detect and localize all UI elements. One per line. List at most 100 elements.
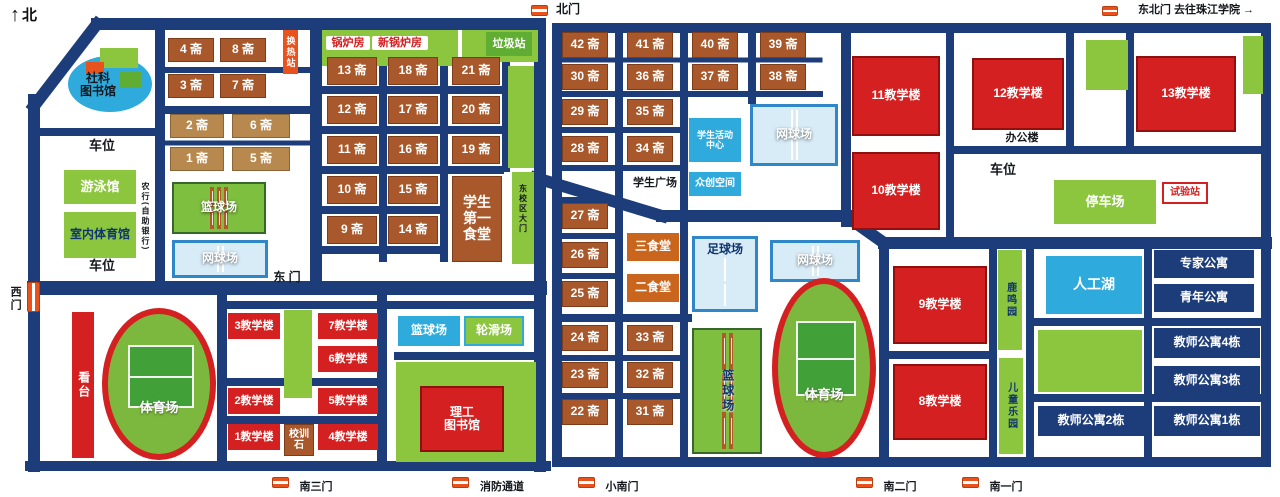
dorm-20: 20 斋	[452, 96, 500, 124]
dorm-18: 18 斋	[388, 57, 438, 85]
teach-13: 13教学楼	[1136, 56, 1236, 132]
teach-10: 10教学楼	[852, 152, 940, 230]
tennis-east-top-label: 网球场	[775, 127, 812, 142]
teach-11: 11教学楼	[852, 56, 940, 136]
court-icon	[224, 187, 228, 207]
expert-apartment: 专家公寓	[1154, 250, 1254, 278]
court-icon	[210, 187, 214, 207]
bank-label: 农行(自助银行)	[140, 182, 150, 252]
teach-12: 12教学楼	[972, 58, 1064, 130]
dorm-41: 41 斋	[627, 32, 673, 58]
court-icon	[721, 412, 726, 449]
canteen-2: 二食堂	[627, 274, 679, 302]
student-center: 学生活动 中心	[689, 118, 741, 162]
grandstand: 看台	[72, 312, 94, 458]
court-icon	[217, 209, 221, 229]
lawn-teach-strip	[284, 310, 312, 398]
dorm-37: 37 斋	[692, 64, 738, 90]
boiler-label: 锅炉房	[326, 36, 370, 50]
dorm-42: 42 斋	[562, 32, 608, 58]
basketball-east: 篮球场	[692, 328, 762, 454]
teacher-apartment-4: 教师公寓4栋	[1154, 328, 1260, 358]
court-icon	[721, 372, 726, 410]
roller-rink: 轮滑场	[464, 316, 524, 346]
dorm-32: 32 斋	[627, 362, 673, 388]
court-icon	[224, 209, 228, 229]
teach-9: 9教学楼	[893, 266, 987, 344]
new-boiler-label: 新锅炉房	[372, 36, 428, 50]
northeast-gate-marker	[1102, 6, 1118, 16]
dorm-26: 26 斋	[562, 242, 608, 268]
dorm-31: 31 斋	[627, 399, 673, 425]
dorm-36: 36 斋	[627, 64, 673, 90]
dorm-14: 14 斋	[388, 216, 438, 244]
small-south-gate-marker	[578, 477, 595, 488]
dorm-15: 15 斋	[388, 176, 438, 204]
court-icon	[728, 412, 733, 449]
dorm-33: 33 斋	[627, 325, 673, 351]
test-station: 试验站	[1162, 182, 1208, 204]
canteen-3: 三食堂	[627, 233, 679, 261]
lawn-lake-south	[1038, 330, 1142, 392]
luming-garden: 鹿鸣园	[998, 250, 1022, 350]
office-label: 办公楼	[1005, 132, 1039, 145]
west-gate-label: 西门	[9, 286, 22, 312]
dorm-39: 39 斋	[760, 32, 806, 58]
youth-apartment: 青年公寓	[1154, 284, 1254, 312]
dorm-1: 1 斋	[170, 147, 224, 171]
dorm-34: 34 斋	[627, 136, 673, 162]
soc-lib-label: 社科 图书馆	[79, 70, 116, 98]
dorm-10: 10 斋	[327, 176, 377, 204]
soc-lib-lawn	[100, 48, 138, 68]
dorm-25: 25 斋	[562, 281, 608, 307]
dorm-40: 40 斋	[692, 32, 738, 58]
court-icon	[811, 246, 814, 276]
court-icon	[724, 283, 726, 306]
teach-7: 7教学楼	[318, 313, 378, 339]
dorm-23: 23 斋	[562, 362, 608, 388]
lawn-right-strip	[508, 66, 534, 168]
soc-lib-block	[86, 62, 104, 74]
tennis-east-top: 网球场	[750, 104, 838, 166]
court-icon	[816, 246, 819, 276]
stadium-east-label: 体育场	[804, 387, 844, 403]
teach-6: 6教学楼	[318, 346, 378, 372]
court-icon	[221, 246, 224, 272]
court-icon	[210, 209, 214, 229]
dorm-4: 4 斋	[168, 38, 214, 62]
parking-label-west-2: 车位	[88, 257, 115, 273]
dorm-35: 35 斋	[627, 99, 673, 125]
dorm-11: 11 斋	[327, 136, 377, 164]
dorm-38: 38 斋	[760, 64, 806, 90]
compass-label: 北	[22, 7, 38, 24]
parking-label-west-1: 车位	[88, 137, 115, 153]
lawn-canteen-side	[512, 172, 534, 264]
dorm-16: 16 斋	[388, 136, 438, 164]
road-label-diagonal: 东校区大门	[518, 184, 528, 234]
teacher-apartment-3: 教师公寓3栋	[1154, 366, 1260, 396]
dorm-12: 12 斋	[327, 96, 377, 124]
teach-4: 4教学楼	[318, 424, 378, 450]
sci-library: 理工 图书馆	[420, 386, 504, 452]
swimming-pool: 游泳馆	[64, 170, 136, 204]
south-gate-3-label: 南三门	[299, 480, 333, 493]
east-gate-label: 东 门	[273, 270, 301, 285]
heat-station: 换热站	[283, 30, 298, 74]
student-plaza-label: 学生广场	[633, 176, 677, 189]
north-gate-marker	[531, 5, 548, 16]
stadium-east-pitch	[796, 320, 856, 396]
football-field-label: 足球场	[706, 242, 743, 256]
north-arrow-icon: ↑	[10, 3, 20, 26]
teacher-apartment-2: 教师公寓2栋	[1038, 406, 1144, 436]
lawn-ne-2	[1243, 36, 1263, 94]
dorm-24: 24 斋	[562, 325, 608, 351]
northeast-gate-label: 东北门 去往珠江学院 →	[1137, 3, 1255, 16]
basketball-east-label: 篮球场	[720, 368, 735, 414]
court-icon	[216, 246, 219, 272]
tennis-east-mid-label: 网球场	[796, 253, 833, 268]
dorm-9: 9 斋	[327, 216, 377, 244]
children-park: 儿童乐园	[999, 358, 1023, 454]
teach-2: 2教学楼	[228, 388, 280, 414]
